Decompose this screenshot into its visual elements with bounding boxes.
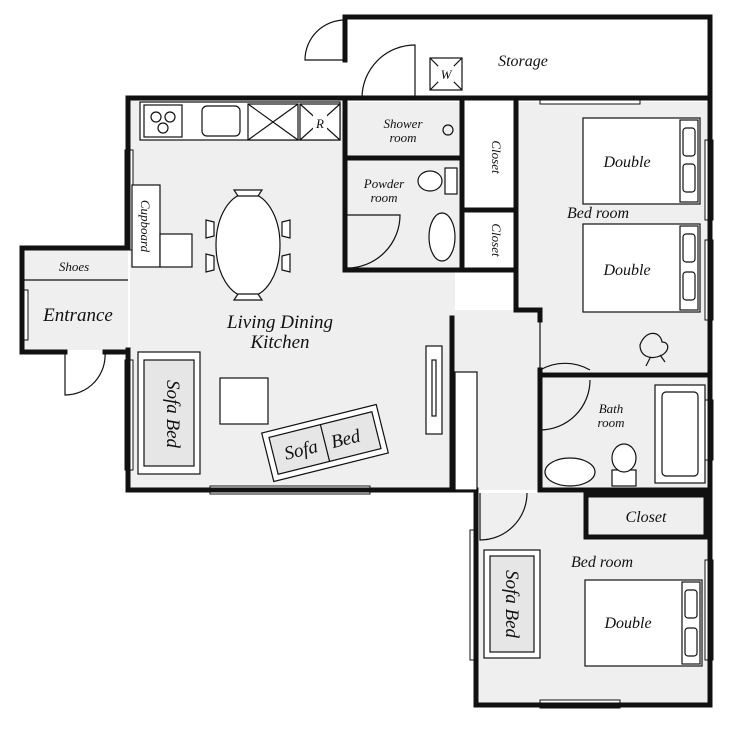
bath-fixtures: [348, 124, 706, 487]
powder-label-1: Powder: [363, 176, 405, 191]
labels: Storage W R Shower room Powder room Clos…: [42, 53, 667, 639]
cupboard: [131, 184, 193, 268]
misc-fixtures: [425, 332, 669, 491]
fridge-label: R: [315, 116, 324, 131]
dining-table: [205, 189, 291, 301]
closet-bottom-label: Closet: [626, 509, 667, 526]
storage-label: Storage: [498, 53, 548, 70]
ldk-label-2: Kitchen: [249, 332, 309, 353]
washer-label: W: [441, 67, 453, 82]
washer-icon: [429, 57, 463, 91]
bath-label-1: Bath: [599, 401, 624, 416]
sofas: [137, 351, 541, 659]
shower-label-1: Shower: [384, 116, 424, 131]
closet-upper-label: Closet: [489, 140, 504, 174]
bath-label-2: room: [598, 415, 625, 430]
sofa-bed-right-label: Sofa Bed: [501, 570, 522, 639]
powder-label-2: room: [371, 190, 398, 205]
double-bottom-label: Double: [603, 615, 651, 632]
shoes-label: Shoes: [59, 259, 89, 274]
walls: [19, 14, 713, 708]
bedroom-bottom-label: Bed room: [571, 554, 633, 571]
kitchen-counter: [139, 101, 341, 141]
entrance-label: Entrance: [42, 305, 113, 326]
shower-label-2: room: [390, 130, 417, 145]
closet-lower-label: Closet: [489, 223, 504, 257]
double-top1-label: Double: [602, 154, 650, 171]
beds: [582, 117, 703, 667]
cupboard-label: Cupboard: [138, 200, 153, 253]
bedroom-top-label: Bed room: [567, 205, 629, 222]
sofa-bed-left-label: Sofa Bed: [162, 380, 183, 449]
double-top2-label: Double: [602, 262, 650, 279]
ldk-label-1: Living Dining: [226, 312, 333, 333]
doors: [64, 19, 591, 541]
